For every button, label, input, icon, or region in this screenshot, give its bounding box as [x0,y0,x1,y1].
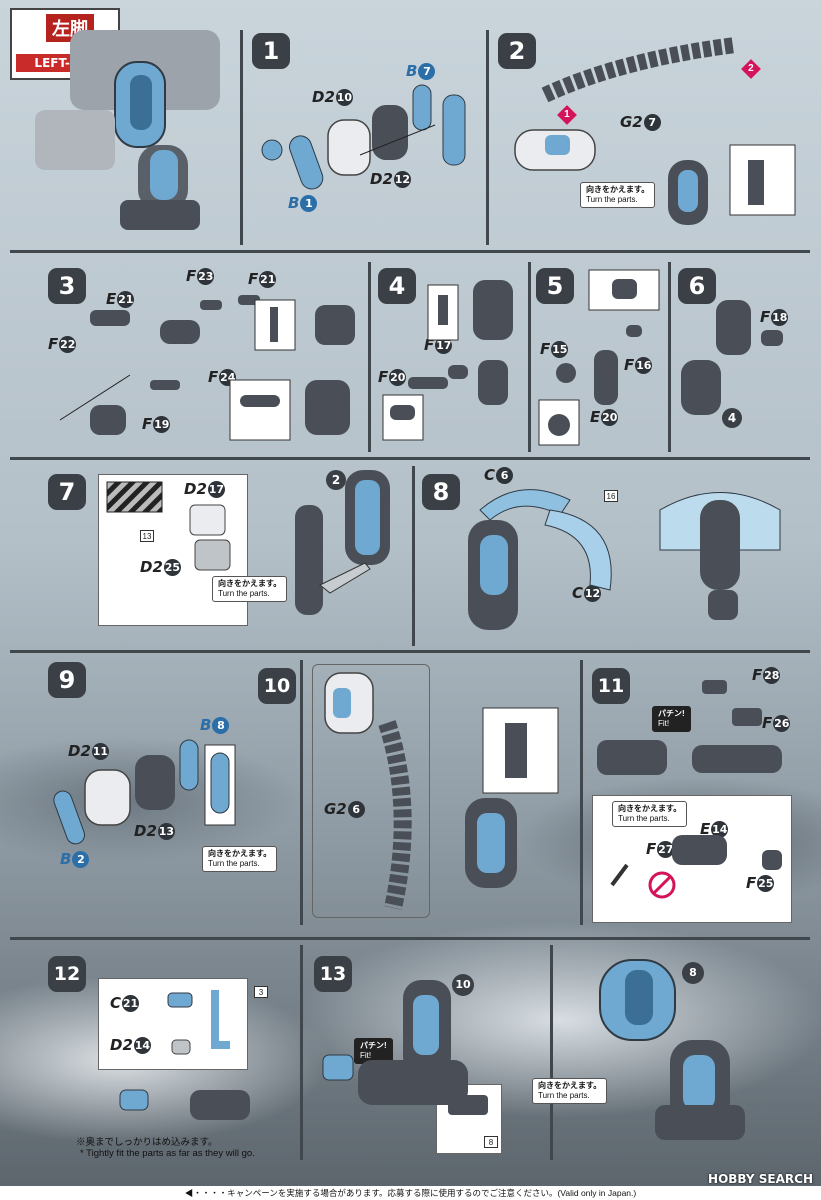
turn-parts-note: 向きをかえます。Turn the parts. [612,801,688,827]
divider [10,650,810,653]
step7-parts [189,470,390,615]
turn-parts-note: 向きをかえます。Turn the parts. [580,182,656,208]
footer-note-jp: ※奥までしっかりはめ込みます。 [76,1137,218,1148]
turn-parts-note: 向きをかえます。Turn the parts. [532,1078,608,1104]
step7-hazard-tag [106,481,163,513]
divider [368,262,371,452]
step1-parts [261,84,466,190]
ref-box: 3 [254,986,268,998]
ref-box: 16 [604,490,618,502]
ref-box: 8 [484,1136,498,1148]
step-number-7: 7 [48,474,86,510]
step-number-6: 6 [678,268,716,304]
footer-note-en: * Tightly fit the parts as far as they w… [80,1148,255,1159]
divider [300,945,303,1160]
step-number-5: 5 [536,268,574,304]
step-number-1: 1 [252,33,290,69]
bottom-notice: ◀・・・・キャンペーンを実施する場合があります。応募する際に使用するのでご注意く… [0,1186,821,1200]
step13-parts [322,980,488,1115]
divider [528,262,531,452]
step-ref-4: 4 [722,408,742,428]
step-number-10: 10 [258,668,296,704]
step10-inset [312,664,430,918]
step11-parts [597,680,782,899]
step-ref-10: 10 [452,974,474,996]
step5-parts [538,269,660,446]
step-number-11: 11 [592,668,630,704]
divider [10,250,810,253]
step13-assembled-leg [599,959,745,1140]
turn-parts-note: 向きをかえます。Turn the parts. [202,846,278,872]
step-ref-2: 2 [326,470,346,490]
step-number-2: 2 [498,33,536,69]
divider [240,30,243,245]
arrow-marker: 2 [741,59,761,79]
step-ref-8: 8 [682,962,704,984]
hero-leg-illustration [35,30,220,230]
step2-parts [514,129,796,225]
step2-track-chain [541,37,737,103]
step6-parts [681,300,783,415]
ref-box: 13 [140,530,154,542]
turn-parts-note: 向きをかえます。Turn the parts. [212,576,288,602]
step-number-12: 12 [48,956,86,992]
divider [550,945,553,1160]
step4-parts [382,280,513,441]
step10-parts [324,672,559,910]
divider [486,30,489,245]
step-number-8: 8 [422,474,460,510]
step3-parts [59,295,355,441]
divider [300,660,303,925]
watermark: HOBBY SEARCH [708,1172,813,1186]
divider [10,937,810,940]
step-number-9: 9 [48,662,86,698]
step12-parts [119,990,250,1120]
step9-parts [53,739,236,845]
divider [580,660,583,925]
divider [10,457,810,460]
divider [412,466,415,646]
divider [668,262,671,452]
step-number-4: 4 [378,268,416,304]
step-number-13: 13 [314,956,352,992]
fit-note: パチン!Fit! [652,706,691,732]
step-number-3: 3 [48,268,86,304]
step8-parts [468,489,781,630]
